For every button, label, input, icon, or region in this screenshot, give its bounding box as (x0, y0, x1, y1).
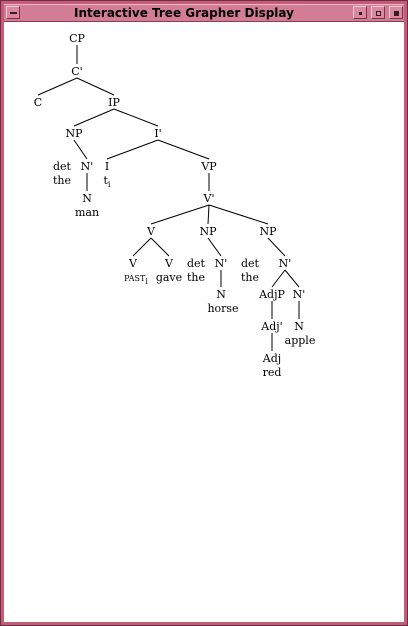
tree-node-adj[interactable]: Adj (262, 352, 281, 365)
tree-node-cp[interactable]: CP (69, 32, 85, 45)
tree-node-the3[interactable]: the (241, 271, 259, 284)
tree-edge-IP-Ibar (113, 108, 159, 127)
tree-node-red[interactable]: red (263, 366, 282, 379)
tree-node-v2[interactable]: V (164, 257, 174, 270)
tree-edge-Nbar3-Nbar4 (284, 269, 300, 288)
tree-edge-Vbar-V (150, 204, 210, 225)
tree-node-i[interactable]: I (105, 160, 109, 173)
tree-node-ip[interactable]: IP (108, 96, 120, 109)
tree-node-apple[interactable]: apple (285, 334, 316, 347)
tree-node-np2[interactable]: NP (199, 225, 217, 238)
tree-node-n2[interactable]: N (216, 288, 226, 301)
tree-edge-Ibar-VP (157, 139, 210, 160)
tree-edge-Cbar-C (37, 77, 78, 96)
tree-node-vbar[interactable]: V' (203, 192, 215, 205)
window-menu-icon (10, 12, 17, 14)
title-bar[interactable]: Interactive Tree Grapher Display (4, 4, 404, 22)
tree-node-c[interactable]: C (34, 96, 42, 109)
tree-node-cbar[interactable]: C' (71, 65, 82, 78)
tree-node-nbar2[interactable]: N' (215, 257, 228, 270)
tree-edge-V-V1 (132, 237, 152, 257)
tree-node-adjbar[interactable]: Adj' (260, 320, 282, 333)
tree-node-man[interactable]: man (75, 206, 99, 219)
tree-node-det1[interactable]: det (53, 160, 72, 173)
tree-node-past[interactable]: PASTi (124, 274, 148, 286)
tree-node-np1[interactable]: NP (65, 127, 83, 140)
tree-edge-Vbar-NP2 (207, 204, 210, 225)
maximize-icon (376, 11, 381, 16)
tree-edge-V-V2 (150, 237, 170, 257)
tree-node-nbar3[interactable]: N' (279, 257, 292, 270)
tree-node-ibar[interactable]: I' (154, 127, 161, 140)
tree-node-ti[interactable]: ti (104, 174, 111, 189)
close-button[interactable] (389, 6, 403, 19)
tree-edge-Ibar-I (106, 139, 159, 160)
tree-node-v1[interactable]: V (128, 257, 138, 270)
window-title: Interactive Tree Grapher Display (74, 6, 294, 20)
tree-edge-IP-NP1 (73, 108, 115, 127)
tree-edge-NP1-Nbar1 (73, 139, 88, 160)
tree-edge-Vbar-NP3 (208, 204, 269, 225)
tree-node-gave[interactable]: gave (156, 271, 182, 284)
tree-edge-Cbar-IP (76, 77, 115, 96)
tree-node-np3[interactable]: NP (259, 225, 277, 238)
tree-edge-NP2-Nbar2 (207, 237, 222, 257)
tree-node-horse[interactable]: horse (207, 302, 238, 315)
tree-node-det3[interactable]: det (241, 257, 260, 270)
maximize-button[interactable] (371, 6, 385, 19)
tree-node-the1[interactable]: the (53, 174, 71, 187)
tree-node-n3[interactable]: N (294, 320, 304, 333)
tree-node-v[interactable]: V (146, 225, 156, 238)
window-menu-button[interactable] (6, 6, 20, 19)
minimize-icon (359, 12, 362, 15)
tree-node-nbar4[interactable]: N' (293, 288, 306, 301)
tree-node-the2[interactable]: the (187, 271, 205, 284)
tree-node-n1[interactable]: N (82, 192, 92, 205)
tree-edge-NP3-Nbar3 (267, 237, 286, 257)
close-icon (394, 11, 399, 16)
tree-edge-Nbar3-AdjP (271, 269, 286, 288)
tree-node-adjp[interactable]: AdjP (258, 288, 285, 301)
tree-node-det2[interactable]: det (187, 257, 206, 270)
tree-node-vp[interactable]: VP (200, 160, 217, 173)
minimize-button[interactable] (353, 6, 367, 19)
tree-node-nbar1[interactable]: N' (81, 160, 94, 173)
